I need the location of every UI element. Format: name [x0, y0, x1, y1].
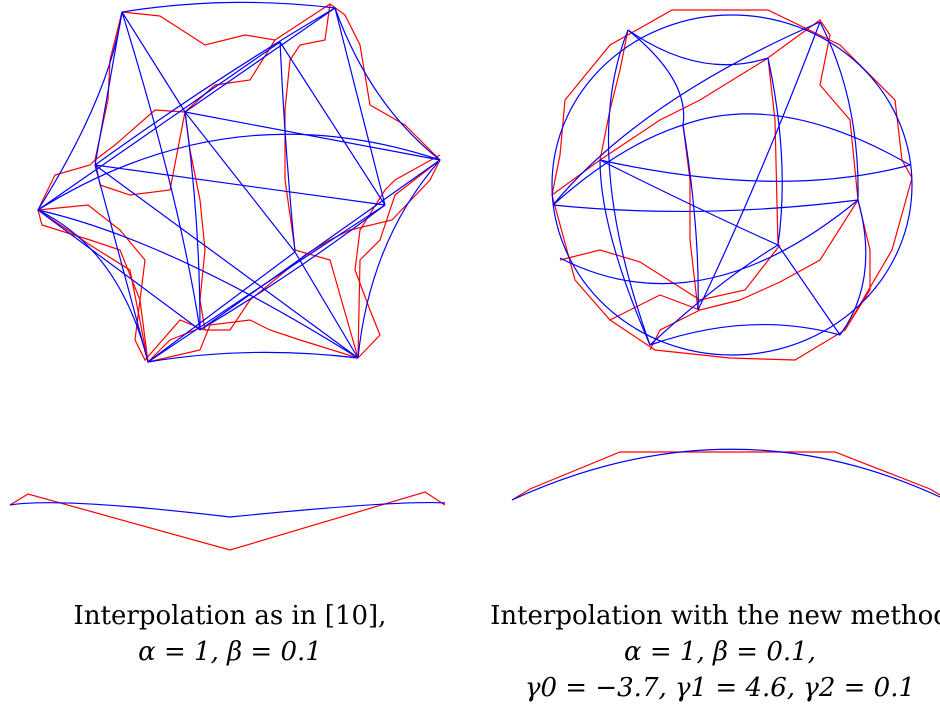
- left-polygon-7: [147, 327, 201, 363]
- right-curve-12: [777, 244, 841, 336]
- left-curve-1: [121, 1, 336, 13]
- left-curve-10: [94, 7, 336, 166]
- left-curve-14: [37, 209, 359, 359]
- right-curve-4: [599, 159, 911, 182]
- left-profile-curve: [9, 501, 446, 518]
- left-edge-12: [37, 209, 201, 331]
- left-edge-11: [37, 41, 281, 211]
- right-wireframe: [551, 9, 913, 361]
- caption-right: Interpolation with the new method α = 1,…: [470, 598, 940, 706]
- right-polygon-5: [682, 124, 699, 311]
- left-polygon-2: [37, 154, 441, 363]
- right-polygon-2: [559, 244, 781, 301]
- left-polygon-6: [294, 249, 359, 359]
- right-polygon-8: [649, 309, 701, 351]
- right-profile-curve: [511, 448, 940, 501]
- left-curve-11: [199, 204, 386, 331]
- left-polygon-1: [36, 3, 441, 362]
- caption-right-line2: α = 1, β = 0.1,: [624, 637, 816, 667]
- left-edge-5: [184, 111, 441, 161]
- right-curve-17: [552, 124, 684, 206]
- right-polygon-7: [844, 199, 871, 331]
- caption-left-line1: Interpolation as in [10],: [73, 601, 387, 631]
- right-polygon-6: [767, 57, 779, 246]
- left-edge-6: [199, 159, 441, 331]
- right-polygon-outer: [551, 9, 913, 361]
- left-polygon-8: [357, 159, 441, 359]
- right-curve-3: [682, 113, 911, 166]
- left-curve-12: [147, 204, 386, 363]
- right-polygon-4: [599, 29, 629, 161]
- left-edge-13: [184, 111, 296, 253]
- right-curve-1: [552, 21, 821, 206]
- right-curve-16: [839, 199, 867, 336]
- right-curve-8: [819, 21, 859, 201]
- right-profile: [511, 448, 940, 501]
- left-curve-8: [184, 111, 201, 331]
- left-edge-9: [147, 251, 296, 363]
- right-curve-11: [599, 159, 779, 246]
- left-curve-2: [334, 7, 441, 161]
- right-curve-9: [682, 124, 699, 311]
- left-edge-1: [121, 11, 186, 113]
- left-edge-14: [94, 164, 386, 206]
- left-curve-13: [121, 11, 201, 331]
- caption-right-line1: Interpolation with the new method: [490, 601, 940, 631]
- left-wireframe: [36, 1, 441, 363]
- left-curve-9: [37, 133, 441, 211]
- caption-right-line3: γ0 = −3.7, γ1 = 4.6, γ2 = 0.1: [524, 673, 916, 703]
- right-curve-6: [627, 29, 685, 126]
- left-polygon-4: [284, 3, 331, 251]
- caption-left: Interpolation as in [10], α = 1, β = 0.1: [30, 598, 430, 670]
- left-profile-polygon: [9, 491, 446, 551]
- right-curve-2: [552, 199, 859, 213]
- right-curve-18: [627, 29, 769, 66]
- left-curve-5: [37, 209, 149, 363]
- right-curve-7: [697, 21, 821, 311]
- right-polygon-3: [609, 199, 859, 321]
- left-edge-2: [94, 11, 123, 166]
- left-edge-3: [184, 7, 336, 113]
- right-curve-13: [649, 244, 779, 346]
- left-edge-4: [334, 7, 386, 206]
- left-curve-4: [147, 351, 359, 363]
- left-polygon-9: [37, 209, 149, 363]
- left-edge-7: [294, 251, 359, 359]
- right-profile-polygon: [511, 451, 940, 501]
- left-curve-7: [279, 41, 296, 253]
- caption-left-line2: α = 1, β = 0.1: [138, 637, 322, 667]
- right-curve-15: [599, 159, 651, 346]
- left-profile: [9, 491, 446, 551]
- right-curve-5: [607, 29, 651, 346]
- right-curve-10: [767, 57, 783, 246]
- right-curve-14: [559, 199, 859, 285]
- left-curve-3: [357, 159, 441, 359]
- right-polygon-1: [551, 19, 859, 201]
- right-curve-19: [649, 324, 841, 346]
- left-edge-10: [94, 164, 149, 363]
- left-edge-15: [279, 41, 386, 206]
- right-sphere-outline: [551, 14, 913, 356]
- left-edge-8: [94, 164, 359, 359]
